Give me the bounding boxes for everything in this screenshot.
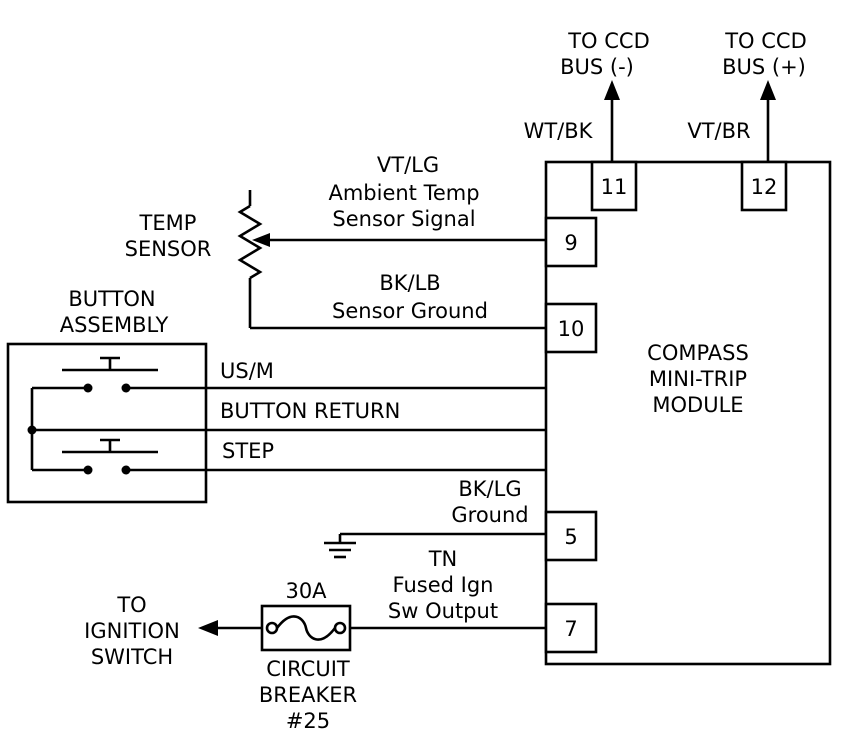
fused-wire-label-line2: Fused Ign	[393, 573, 494, 597]
pin-10-label: 10	[558, 317, 585, 341]
pin-9: 9	[544, 216, 598, 268]
signal-wire-label-line3: Sensor Signal	[332, 207, 475, 231]
sensor-ground-wire-label: Sensor Ground	[332, 299, 488, 323]
usm-wire-label: US/M	[220, 359, 274, 383]
fused-wire-label-line3: Sw Output	[388, 599, 498, 623]
pin-11: 11	[590, 160, 638, 212]
ground-wire-color: BK/LG	[458, 477, 521, 501]
step-switch-icon	[32, 438, 546, 475]
breaker-label-line2: BREAKER	[259, 683, 357, 707]
signal-wire-label-line2: Ambient Temp	[328, 181, 479, 205]
button-assembly-label-line2: ASSEMBLY	[60, 313, 169, 337]
pin-12: 12	[740, 160, 788, 212]
arrow-left-icon	[198, 620, 218, 636]
temp-sensor-potentiometer-icon	[237, 190, 546, 328]
ccd-plus-label-line2: BUS (+)	[722, 55, 806, 79]
usm-switch-icon	[32, 356, 546, 393]
ccd-minus-label-line2: BUS (-)	[560, 55, 634, 79]
signal-wire-color: VT/LG	[377, 153, 439, 177]
button-return-wire-label: BUTTON RETURN	[220, 399, 400, 423]
breaker-rating: 30A	[285, 579, 327, 603]
pin-12-label: 12	[751, 175, 778, 199]
ccd-plus-wire-color: VT/BR	[687, 119, 750, 143]
module-label-line1: COMPASS	[647, 341, 749, 365]
pin-5-label: 5	[564, 525, 577, 549]
ground-wire-label: Ground	[451, 503, 528, 527]
module-label-line2: MINI-TRIP	[649, 367, 747, 391]
pin-9-label: 9	[564, 231, 577, 255]
module-label-line3: MODULE	[652, 393, 743, 417]
breaker-label-line3: #25	[286, 709, 330, 733]
pin-11-label: 11	[601, 175, 628, 199]
ccd-bus-plus-wire	[760, 80, 776, 162]
button-assembly-label-line1: BUTTON	[68, 287, 155, 311]
ignition-wire	[198, 620, 262, 636]
pin-7-label: 7	[564, 617, 577, 641]
temp-sensor-label-line1: TEMP	[139, 211, 197, 235]
ccd-minus-wire-color: WT/BK	[524, 119, 594, 143]
breaker-label-line1: CIRCUIT	[266, 657, 350, 681]
ignition-label-line3: SWITCH	[91, 645, 173, 669]
ccd-plus-label-line1: TO CCD	[724, 29, 807, 53]
ignition-label-line1: TO	[116, 593, 146, 617]
ground-wire	[324, 532, 546, 559]
button-assembly-box	[6, 342, 208, 504]
ignition-label-line2: IGNITION	[84, 619, 180, 643]
ccd-bus-minus-wire	[604, 80, 620, 162]
fused-wire-color: TN	[428, 547, 458, 571]
ccd-minus-label-line1: TO CCD	[567, 29, 650, 53]
arrow-up-icon	[760, 80, 776, 100]
ground-symbol-icon	[324, 541, 356, 559]
sensor-ground-wire-color: BK/LB	[379, 271, 440, 295]
circuit-breaker-icon	[260, 604, 352, 652]
pin-5: 5	[544, 510, 598, 562]
temp-sensor-label-line2: SENSOR	[125, 237, 212, 261]
pin-10: 10	[544, 302, 598, 354]
step-wire-label: STEP	[222, 439, 274, 463]
arrow-up-icon	[604, 80, 620, 100]
pin-7: 7	[544, 602, 598, 654]
button-return-wire	[27, 388, 546, 470]
